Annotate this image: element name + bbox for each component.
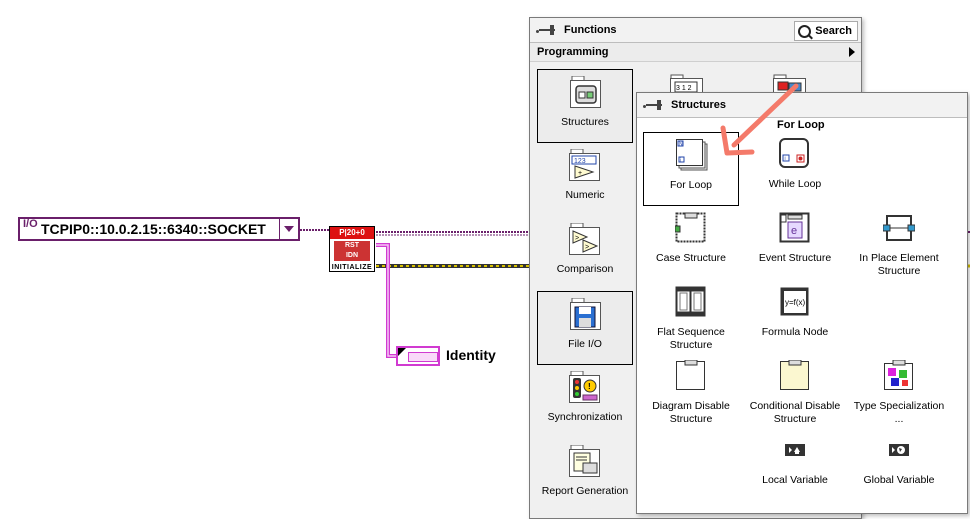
visa-dropdown-button[interactable] bbox=[279, 219, 298, 239]
chevron-down-icon bbox=[284, 226, 294, 232]
string-indicator-icon bbox=[408, 352, 438, 362]
palette-item-comparison-label: Comparison bbox=[556, 263, 614, 275]
while-loop-icon: i bbox=[779, 138, 811, 170]
structure-item-type-specialization-label: Type Specialization ... bbox=[853, 400, 945, 425]
structures-palette-titlebar[interactable]: Structures bbox=[637, 93, 967, 118]
structure-item-while-loop-label: While Loop bbox=[768, 178, 822, 190]
initialize-vi[interactable]: P|20+0 RST IDN INITIALIZE bbox=[329, 226, 375, 272]
structure-item-event-structure-label: Event Structure bbox=[758, 252, 832, 264]
case-structure-icon bbox=[674, 212, 707, 244]
pin-icon[interactable] bbox=[643, 99, 665, 111]
svg-text:y=f(x): y=f(x) bbox=[785, 298, 806, 307]
file-io-folder-icon bbox=[570, 297, 602, 330]
in-place-element-icon bbox=[882, 212, 916, 244]
structure-item-diagram-disable-structure[interactable]: Diagram Disable Structure bbox=[643, 354, 739, 428]
visa-io-icon: I/O bbox=[23, 218, 38, 230]
palette-item-file-io-label: File I/O bbox=[568, 338, 602, 350]
svg-text:N: N bbox=[679, 142, 683, 148]
palette-item-synchronization-label: Synchronization bbox=[547, 411, 623, 423]
svg-text:e: e bbox=[791, 225, 797, 237]
identity-indicator[interactable] bbox=[396, 346, 440, 366]
diagram-disable-icon bbox=[675, 359, 707, 392]
programming-category-label: Programming bbox=[537, 46, 609, 58]
structure-item-type-specialization[interactable]: Type Specialization ... bbox=[851, 354, 947, 428]
palette-item-numeric[interactable]: 123 + Numeric bbox=[537, 143, 633, 217]
palette-item-synchronization[interactable]: ! Synchronization bbox=[537, 365, 633, 439]
structure-item-in-place-element-label: In Place Element Structure bbox=[859, 252, 939, 277]
palette-item-numeric-label: Numeric bbox=[565, 189, 605, 201]
initialize-vi-glyph-idn: IDN bbox=[345, 252, 359, 259]
type-specialization-icon bbox=[883, 359, 915, 392]
search-icon bbox=[798, 24, 812, 38]
indicator-corner-icon bbox=[398, 348, 406, 356]
svg-text:123: 123 bbox=[574, 158, 586, 165]
visa-resource-constant[interactable]: I/O TCPIP0::10.0.2.15::6340::SOCKET bbox=[18, 217, 300, 241]
structure-item-formula-node-label: Formula Node bbox=[761, 326, 829, 338]
structure-item-global-variable-label: Global Variable bbox=[863, 474, 935, 486]
structure-item-local-variable-label: Local Variable bbox=[762, 474, 828, 486]
structure-item-event-structure[interactable]: e Event Structure bbox=[747, 206, 843, 280]
svg-text:3 1 2: 3 1 2 bbox=[676, 85, 692, 92]
svg-text:!: ! bbox=[588, 382, 591, 391]
initialize-vi-header: P|20+0 bbox=[330, 227, 374, 239]
structure-item-case-structure[interactable]: Case Structure bbox=[643, 206, 739, 280]
search-button-label: Search bbox=[815, 25, 852, 37]
pin-icon[interactable] bbox=[536, 24, 558, 36]
flat-sequence-icon bbox=[675, 286, 707, 318]
structure-item-diagram-disable-label: Diagram Disable Structure bbox=[652, 400, 730, 425]
palette-item-structures[interactable]: Structures bbox=[537, 69, 633, 143]
structure-item-global-variable[interactable]: Global Variable bbox=[851, 428, 947, 502]
svg-text:i: i bbox=[785, 156, 786, 162]
event-structure-icon: e bbox=[779, 212, 811, 244]
structure-item-while-loop[interactable]: i While Loop bbox=[747, 132, 843, 206]
hover-item-label: For Loop bbox=[777, 119, 825, 131]
svg-text:>: > bbox=[585, 244, 589, 251]
structure-item-in-place-element-structure[interactable]: In Place Element Structure bbox=[851, 206, 947, 280]
structure-item-conditional-disable-structure[interactable]: Conditional Disable Structure bbox=[747, 354, 843, 428]
palette-item-structures-label: Structures bbox=[561, 116, 609, 128]
initialize-vi-label: INITIALIZE bbox=[331, 264, 373, 271]
structure-item-for-loop-label: For Loop bbox=[669, 179, 713, 191]
programming-category[interactable]: Programming bbox=[530, 43, 861, 62]
chevron-right-icon bbox=[849, 47, 855, 57]
report-generation-folder-icon bbox=[569, 444, 601, 477]
structure-item-flat-sequence-label: Flat Sequence Structure bbox=[657, 326, 725, 351]
synchronization-folder-icon: ! bbox=[569, 370, 601, 403]
palette-item-partial-array[interactable]: 3 1 2 bbox=[670, 74, 704, 94]
structure-item-flat-sequence-structure[interactable]: Flat Sequence Structure bbox=[643, 280, 739, 354]
local-variable-icon bbox=[779, 434, 811, 466]
global-variable-icon bbox=[883, 434, 915, 466]
search-button[interactable]: Search bbox=[794, 21, 858, 41]
structure-item-case-structure-label: Case Structure bbox=[655, 252, 727, 264]
palette-item-file-io[interactable]: File I/O bbox=[537, 291, 633, 365]
palette-item-report-generation[interactable]: Report Generation bbox=[537, 439, 633, 513]
structures-palette-title: Structures bbox=[671, 99, 727, 111]
svg-text:>: > bbox=[575, 235, 579, 242]
palette-item-report-generation-label: Report Generation bbox=[541, 485, 629, 497]
visa-resource-text: TCPIP0::10.0.2.15::6340::SOCKET bbox=[41, 221, 266, 237]
comparison-folder-icon: >> bbox=[569, 222, 601, 255]
palette-item-partial-cluster[interactable] bbox=[773, 74, 807, 94]
svg-text:+: + bbox=[578, 170, 582, 177]
structure-item-conditional-disable-label: Conditional Disable Structure bbox=[749, 400, 841, 425]
initialize-vi-glyph-rst: RST bbox=[345, 242, 359, 249]
functions-palette-title: Functions bbox=[564, 24, 617, 36]
formula-node-icon: y=f(x) bbox=[779, 286, 811, 318]
functions-palette-titlebar[interactable]: Functions Search bbox=[530, 18, 861, 43]
structures-folder-icon bbox=[570, 75, 602, 108]
structure-item-local-variable[interactable]: Local Variable bbox=[747, 428, 843, 502]
svg-text:i: i bbox=[680, 158, 681, 164]
numeric-folder-icon: 123 + bbox=[569, 148, 601, 181]
identity-label: Identity bbox=[446, 347, 496, 363]
initialize-vi-glyph: RST IDN bbox=[334, 241, 370, 261]
structure-item-formula-node[interactable]: y=f(x) Formula Node bbox=[747, 280, 843, 354]
palette-item-comparison[interactable]: >> Comparison bbox=[537, 217, 633, 291]
conditional-disable-icon bbox=[779, 359, 811, 392]
